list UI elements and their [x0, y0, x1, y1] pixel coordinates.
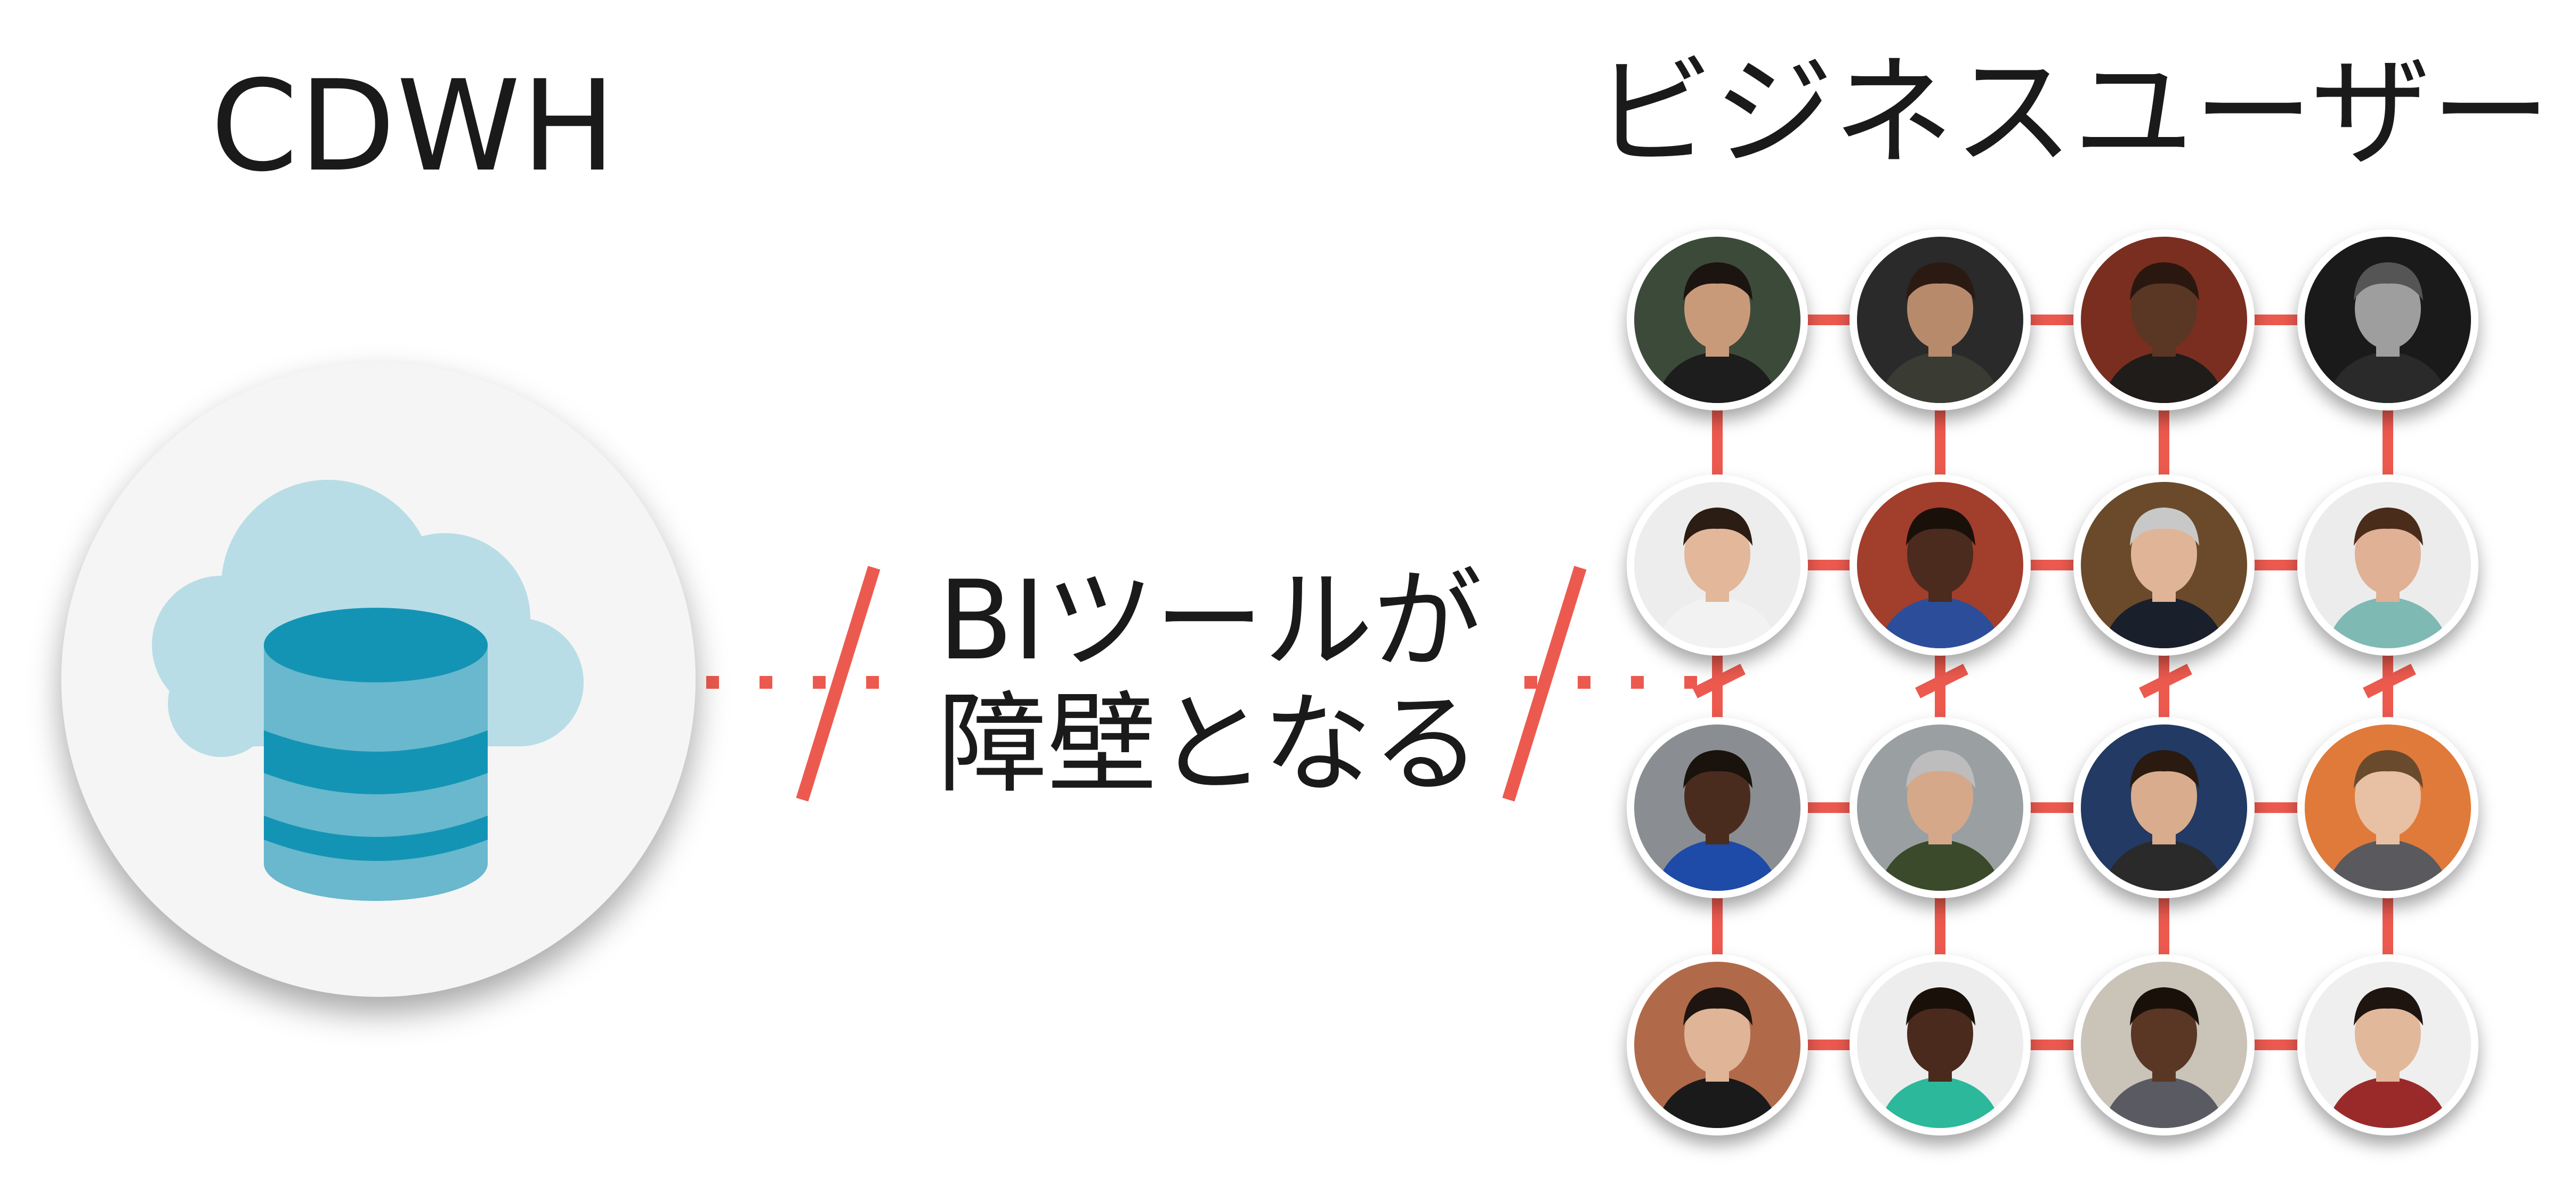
user-avatar	[2073, 717, 2255, 898]
user-avatar	[1627, 954, 1808, 1135]
user-avatar	[2297, 954, 2478, 1135]
block-tick	[1915, 664, 1968, 698]
user-avatar	[2297, 229, 2478, 410]
user-avatar	[2297, 474, 2478, 656]
user-avatar	[2073, 474, 2255, 656]
barrier-slash-left	[796, 566, 881, 802]
block-tick	[1692, 664, 1746, 698]
user-photo	[1857, 482, 2023, 648]
user-photo	[2305, 724, 2471, 891]
block-tick	[2363, 664, 2416, 698]
user-avatar	[1850, 229, 2031, 410]
barrier-text: BIツールが 障壁となる	[938, 558, 1483, 808]
cloud-database-icon	[152, 480, 584, 901]
dotted-link-left	[706, 676, 879, 689]
user-avatar	[2297, 717, 2478, 898]
user-photo	[2081, 237, 2247, 403]
user-photo	[1857, 962, 2023, 1128]
business-users-title: ビジネスユーザー	[1594, 43, 2551, 183]
user-photo	[1857, 237, 2023, 403]
user-avatar	[1850, 954, 2031, 1135]
user-photo	[1857, 724, 2023, 891]
barrier-slash-right	[1502, 566, 1587, 802]
user-photo	[2081, 724, 2247, 891]
user-avatar	[2073, 229, 2255, 410]
database-icon	[264, 608, 488, 901]
user-photo	[2081, 962, 2247, 1128]
dotted-link-right	[1524, 676, 1697, 689]
user-photo	[1634, 482, 1800, 648]
user-avatar	[1627, 474, 1808, 656]
user-photo	[2081, 482, 2247, 648]
user-photo	[1634, 237, 1800, 403]
block-tick	[2139, 664, 2192, 698]
user-avatar	[2073, 954, 2255, 1135]
user-photo	[2305, 237, 2471, 403]
user-avatar	[1627, 717, 1808, 898]
cdwh-title: CDWH	[211, 54, 617, 199]
barrier-text-line2: 障壁となる	[938, 681, 1481, 808]
user-avatar	[1627, 229, 1808, 410]
user-photo	[2305, 962, 2471, 1128]
user-avatar	[1850, 474, 2031, 656]
user-avatar	[1850, 717, 2031, 898]
user-photo	[1634, 962, 1800, 1128]
user-photo	[1634, 724, 1800, 891]
user-photo	[2305, 482, 2471, 648]
barrier-text-line1: BIツールが	[938, 558, 1483, 684]
